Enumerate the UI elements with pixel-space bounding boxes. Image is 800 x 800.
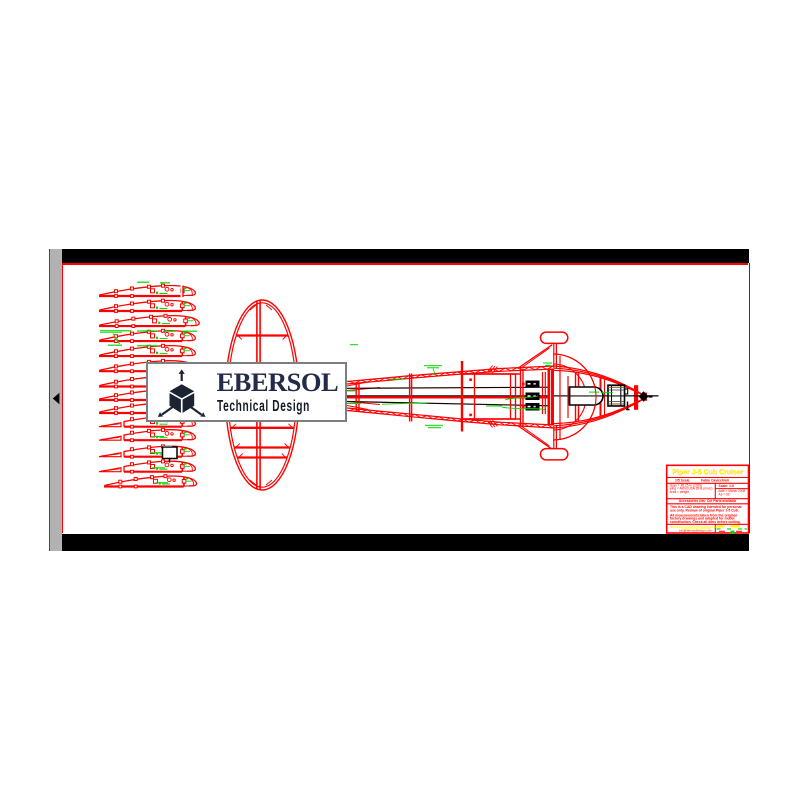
- svg-text:factory drawings and adapted f: factory drawings and adapted for model: [670, 517, 734, 521]
- svg-text:Span = 85.25 in (2165): Span = 85.25 in (2165): [670, 484, 703, 488]
- svg-text:A3 = 02: A3 = 02: [719, 492, 730, 496]
- svg-text:date = March 2008: date = March 2008: [719, 489, 746, 493]
- svg-text:wing = Airfoil USA 35-B (mod.): wing = Airfoil USA 35-B (mod.): [670, 487, 713, 491]
- svg-text:This is a CAD drawing intended: This is a CAD drawing intended for perso…: [670, 505, 741, 509]
- svg-text:www.ebersoltechnicaldesign.com: www.ebersoltechnicaldesign.com: [670, 525, 721, 529]
- svg-text:use only. Redraw of original P: use only. Redraw of original Piper J-5 C…: [670, 508, 739, 512]
- svg-text:Fabio Cavicchioli: Fabio Cavicchioli: [701, 479, 729, 483]
- svg-text:Scale: 1:5: Scale: 1:5: [719, 484, 735, 488]
- svg-text:info@ebersoldesign.com: info@ebersoldesign.com: [679, 529, 713, 533]
- svg-text:Area = weight: Area = weight: [670, 490, 690, 494]
- svg-text:Accessories kits: Cut Parts av: Accessories kits: Cut Parts available: [679, 499, 737, 503]
- svg-text:All measurements taken from th: All measurements taken from the original: [670, 514, 737, 518]
- svg-text:Piper J-5 Cub Cruiser: Piper J-5 Cub Cruiser: [673, 468, 744, 477]
- svg-text:Piper J-5 Cub Cruiser: Piper J-5 Cub Cruiser: [672, 467, 743, 476]
- svg-text:1/5 Scale: 1/5 Scale: [675, 479, 690, 483]
- svg-text:construction. Check all dims b: construction. Check all dims before cutt…: [670, 520, 741, 524]
